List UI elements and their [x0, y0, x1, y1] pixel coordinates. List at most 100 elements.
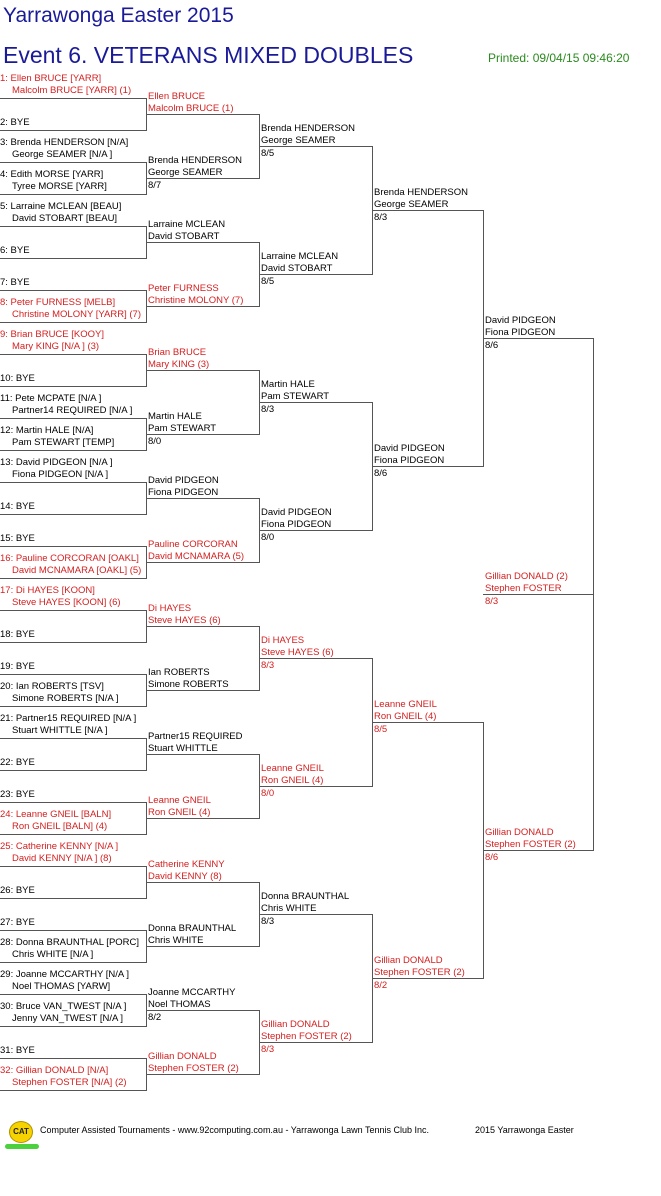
footer-credit: Computer Assisted Tournaments - www.92co… [40, 1125, 430, 1135]
draw-line [372, 210, 483, 211]
entry-21-line2: Stuart WHITTLE [N/A ] [12, 725, 108, 736]
draw-line [0, 482, 146, 483]
round3-slot-6-line2: Ron GNEIL (4) [261, 775, 324, 786]
round5-slot-1-line1: David PIDGEON [485, 315, 556, 326]
champion-score: 8/3 [485, 596, 499, 607]
round4-slot-1-line2: George SEAMER [374, 199, 449, 210]
draw-line [0, 1026, 146, 1027]
entry-25-line1: 25: Catherine KENNY [N/A ] [0, 841, 119, 852]
draw-line [0, 130, 146, 131]
round3-slot-4-line1: David PIDGEON [261, 507, 332, 518]
round2-slot-6-line1: Martin HALE [148, 411, 202, 422]
draw-line [146, 242, 259, 243]
entry-9-line2: Mary KING [N/A ] (3) [12, 341, 100, 352]
round2-slot-16-line1: Gillian DONALD [148, 1051, 217, 1062]
draw-line [0, 802, 146, 803]
round2-slot-6-score: 8/0 [148, 436, 162, 447]
round3-slot-1-line2: George SEAMER [261, 135, 336, 146]
round2-slot-14-line1: Donna BRAUNTHAL [148, 923, 237, 934]
entry-16-line1: 16: Pauline CORCORAN [OAKL] [0, 553, 139, 564]
round4-slot-3-score: 8/5 [374, 724, 388, 735]
entry-30-line1: 30: Bruce VAN_TWEST [N/A ] [0, 1001, 127, 1012]
round3-slot-3-line2: Pam STEWART [261, 391, 330, 402]
round2-slot-12-line2: Ron GNEIL (4) [148, 807, 211, 818]
entry-24-line2: Ron GNEIL [BALN] (4) [12, 821, 108, 832]
entry-7-line2: 7: BYE [0, 277, 30, 288]
round3-slot-7-line1: Donna BRAUNTHAL [261, 891, 350, 902]
draw-line [372, 978, 483, 979]
round2-slot-9-line1: Di HAYES [148, 603, 192, 614]
round4-slot-4-line1: Gillian DONALD [374, 955, 443, 966]
draw-line [0, 834, 146, 835]
draw-line [0, 546, 146, 547]
round2-slot-6-line2: Pam STEWART [148, 423, 217, 434]
entry-1-line2: Malcolm BRUCE [YARR] (1) [12, 85, 132, 96]
draw-line [0, 450, 146, 451]
round2-slot-15-line2: Noel THOMAS [148, 999, 211, 1010]
round3-slot-5-score: 8/3 [261, 660, 275, 671]
entry-29-line2: Noel THOMAS [YARW] [12, 981, 111, 992]
logo-underline [5, 1144, 39, 1149]
draw-line [259, 658, 372, 659]
draw-line [483, 338, 593, 339]
round2-slot-1-line1: Ellen BRUCE [148, 91, 206, 102]
round2-slot-3-line2: David STOBART [148, 231, 220, 242]
round4-slot-1-score: 8/3 [374, 212, 388, 223]
entry-3-line2: George SEAMER [N/A ] [12, 149, 113, 160]
round2-slot-10-line2: Simone ROBERTS [148, 679, 229, 690]
event-title: Event 6. VETERANS MIXED DOUBLES [3, 42, 414, 68]
draw-line [259, 146, 372, 147]
round4-slot-2-line2: Fiona PIDGEON [374, 455, 445, 466]
round4-slot-3-line2: Ron GNEIL (4) [374, 711, 437, 722]
draw-line [0, 194, 146, 195]
draw-line [0, 418, 146, 419]
draw-line [0, 290, 146, 291]
draw-line [0, 1090, 146, 1091]
entry-23-line2: 23: BYE [0, 789, 35, 800]
entry-12-line1: 12: Martin HALE [N/A] [0, 425, 94, 436]
round4-slot-3-line1: Leanne GNEIL [374, 699, 437, 710]
round2-slot-13-line2: David KENNY (8) [148, 871, 222, 882]
entry-19-line2: 19: BYE [0, 661, 35, 672]
round3-slot-6-line1: Leanne GNEIL [261, 763, 324, 774]
draw-line [0, 866, 146, 867]
round2-slot-2-line2: George SEAMER [148, 167, 223, 178]
cat-logo-icon: CAT [9, 1121, 33, 1143]
entry-13-line2: Fiona PIDGEON [N/A ] [12, 469, 109, 480]
draw-line [0, 610, 146, 611]
draw-line [146, 1074, 259, 1075]
round5-slot-1-score: 8/6 [485, 340, 499, 351]
draw-line [146, 946, 259, 947]
draw-line [0, 578, 146, 579]
round3-slot-5-line1: Di HAYES [261, 635, 305, 646]
draw-line [0, 226, 146, 227]
round3-slot-6-score: 8/0 [261, 788, 275, 799]
draw-line [0, 674, 146, 675]
round5-slot-2-score: 8/6 [485, 852, 499, 863]
round3-slot-8-line2: Stephen FOSTER (2) [261, 1031, 352, 1042]
round3-slot-7-score: 8/3 [261, 916, 275, 927]
draw-line [259, 402, 372, 403]
draw-line [0, 386, 146, 387]
draw-line [146, 370, 259, 371]
draw-line [0, 706, 146, 707]
round2-slot-2-score: 8/7 [148, 180, 162, 191]
round2-slot-14-line2: Chris WHITE [148, 935, 204, 946]
draw-line [0, 258, 146, 259]
round2-slot-8-line1: Pauline CORCORAN [148, 539, 238, 550]
draw-line [0, 770, 146, 771]
draw-line [146, 690, 259, 691]
draw-line [259, 274, 372, 275]
round2-slot-9-line2: Steve HAYES (6) [148, 615, 221, 626]
round2-slot-8-line2: David MCNAMARA (5) [148, 551, 245, 562]
draw-line [0, 898, 146, 899]
draw-line [146, 562, 259, 563]
round4-slot-2-score: 8/6 [374, 468, 388, 479]
entry-17-line2: Steve HAYES [KOON] (6) [12, 597, 121, 608]
entry-20-line1: 20: Ian ROBERTS [TSV] [0, 681, 104, 692]
draw-line [372, 466, 483, 467]
round3-slot-7-line2: Chris WHITE [261, 903, 317, 914]
entry-3-line1: 3: Brenda HENDERSON [N/A] [0, 137, 129, 148]
entry-25-line2: David KENNY [N/A ] (8) [12, 853, 112, 864]
draw-line [259, 1042, 372, 1043]
